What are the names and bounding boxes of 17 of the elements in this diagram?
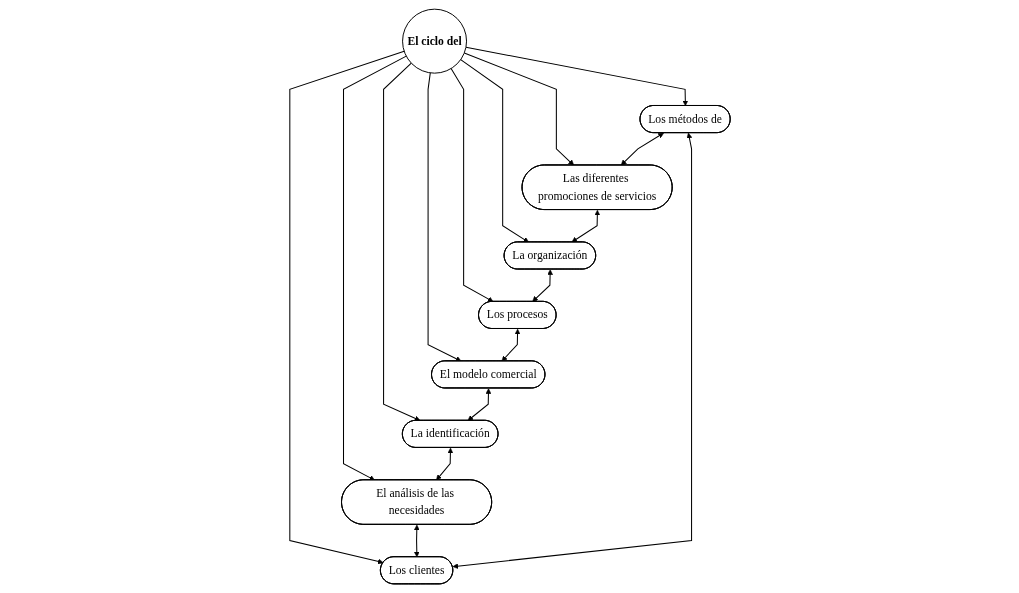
arrow xyxy=(450,68,493,302)
arrow xyxy=(435,447,453,481)
arrow xyxy=(463,52,574,166)
arrow xyxy=(459,59,529,243)
arrow xyxy=(501,328,520,362)
arrow xyxy=(288,50,405,565)
arrow xyxy=(620,132,664,166)
node-circle: El ciclo del xyxy=(401,8,467,74)
arrow xyxy=(342,55,407,481)
arrow xyxy=(382,62,420,422)
arrow xyxy=(467,388,491,421)
arrow xyxy=(464,46,688,107)
arrow xyxy=(571,209,600,243)
arrow xyxy=(413,524,420,558)
arrow xyxy=(452,132,692,569)
arrow xyxy=(427,72,461,362)
arrow xyxy=(531,269,553,302)
